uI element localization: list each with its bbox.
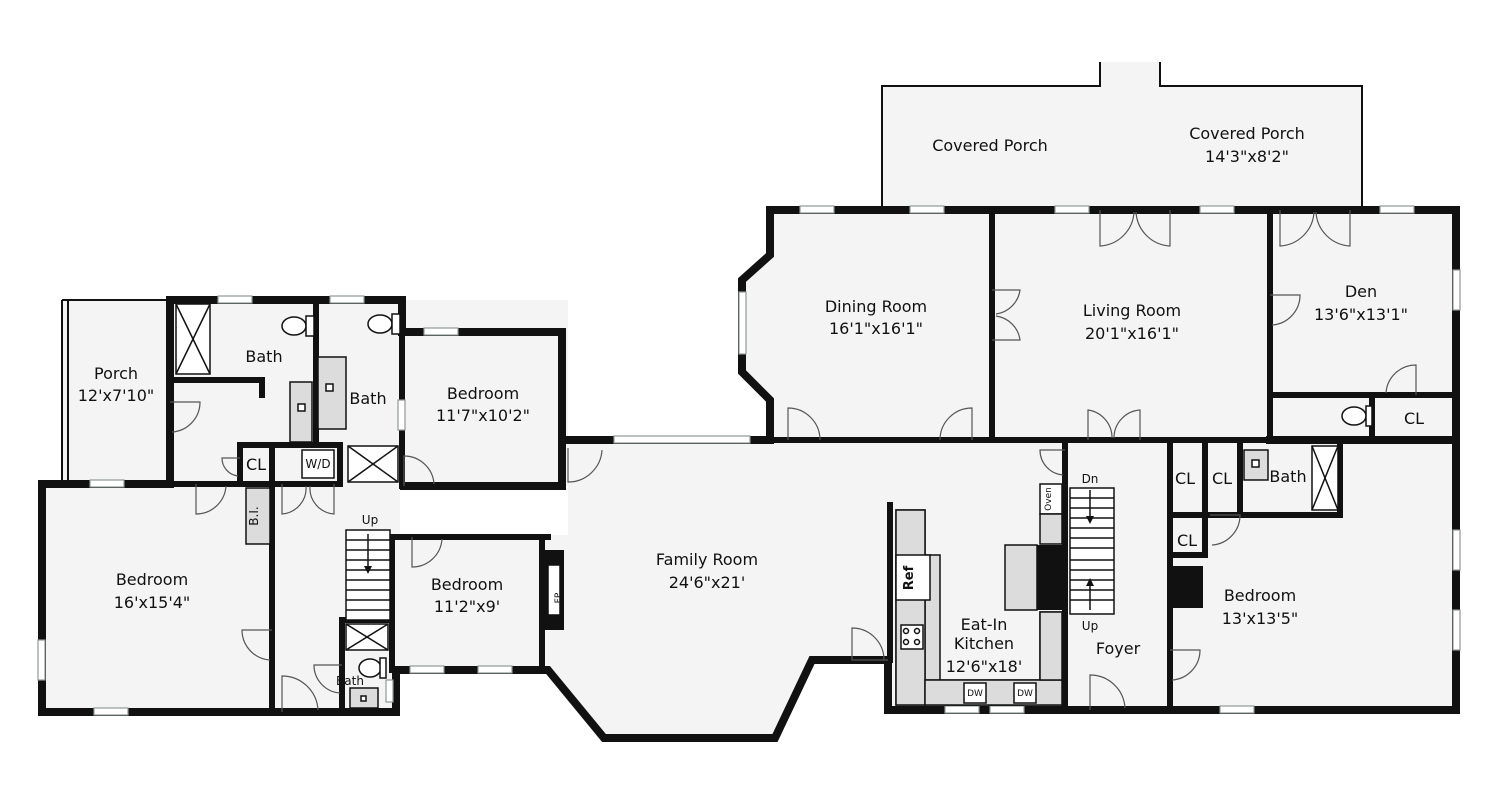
oven-label: Oven [1044, 487, 1054, 511]
living-room-name: Living Room [1083, 301, 1181, 320]
covered-porch-left-name: Covered Porch [932, 136, 1048, 155]
floor-fills [42, 62, 1456, 738]
stairs-up-label: Up [362, 513, 378, 527]
bedroom-right-name: Bedroom [1224, 586, 1296, 605]
shower-icon [345, 623, 389, 651]
family-room-dims: 24'6"x21' [669, 573, 746, 592]
porch-name: Porch [94, 364, 138, 383]
covered-porch-right-dims: 14'3"x8'2" [1205, 147, 1289, 166]
family-room-name: Family Room [656, 550, 758, 569]
dining-room-name: Dining Room [825, 297, 927, 316]
bath-small-name: Bath [336, 674, 364, 688]
covered-porch-right-name: Covered Porch [1189, 124, 1305, 143]
fixture-labels: CL CL CL CL CL W/D B.I. FP Ref Oven DW D… [246, 409, 1424, 699]
closet-label: CL [1177, 531, 1197, 550]
toilet-icon [281, 315, 315, 337]
shower-icon [347, 445, 399, 483]
bath-right-name: Bath [1269, 467, 1306, 486]
bedroom-right-dims: 13'x13'5" [1222, 609, 1299, 628]
dishwasher-label: DW [967, 689, 983, 699]
toilet-icon [1341, 405, 1373, 427]
room-labels: Covered Porch Covered Porch 14'3"x8'2" D… [78, 124, 1408, 688]
closet-label: CL [1212, 469, 1232, 488]
bedroom-top-name: Bedroom [447, 384, 519, 403]
bedroom-top-dims: 11'7"x10'2" [436, 406, 530, 425]
foyer-name: Foyer [1096, 639, 1141, 658]
fixtures [175, 303, 1373, 709]
fireplace-label: FP [554, 592, 564, 603]
dining-room-dims: 16'1"x16'1" [829, 319, 923, 338]
kitchen-name-line1: Eat-In [961, 615, 1008, 634]
closet-label: CL [1175, 469, 1195, 488]
stairs-foyer [1069, 487, 1115, 615]
stairs-down-label: Dn [1082, 472, 1099, 486]
toilet-icon [358, 657, 387, 679]
den-dims: 13'6"x13'1" [1314, 305, 1408, 324]
refrigerator-label: Ref [902, 565, 917, 590]
kitchen-dims: 12'6"x18' [946, 657, 1023, 676]
stairs-left [345, 529, 391, 621]
living-room-dims: 20'1"x16'1" [1085, 324, 1179, 343]
washer-dryer-label: W/D [305, 457, 330, 471]
toilet-icon [367, 313, 401, 335]
bedroom-left-name: Bedroom [116, 570, 188, 589]
closet-label: CL [246, 455, 266, 474]
built-in-label: B.I. [247, 506, 261, 525]
bath-top-mid-name: Bath [349, 389, 386, 408]
porch-dims: 12'x7'10" [78, 386, 155, 405]
covered-porch-outline [61, 62, 1363, 480]
interior-walls [167, 207, 1459, 715]
den-name: Den [1345, 282, 1377, 301]
dishwasher-label: DW [1017, 689, 1033, 699]
stairs-up-label: Up [1082, 619, 1098, 633]
shower-icon [175, 303, 211, 375]
doors [170, 210, 1417, 712]
bedroom-left-dims: 16'x15'4" [114, 593, 191, 612]
bedroom-mid-dims: 11'2"x9' [434, 597, 500, 616]
windows [37, 205, 1461, 716]
shower-icon [1311, 445, 1339, 511]
bedroom-mid-name: Bedroom [431, 575, 503, 594]
bath-top-left-name: Bath [245, 347, 282, 366]
closet-label: CL [1404, 409, 1424, 428]
kitchen-name-line2: Kitchen [954, 634, 1014, 653]
